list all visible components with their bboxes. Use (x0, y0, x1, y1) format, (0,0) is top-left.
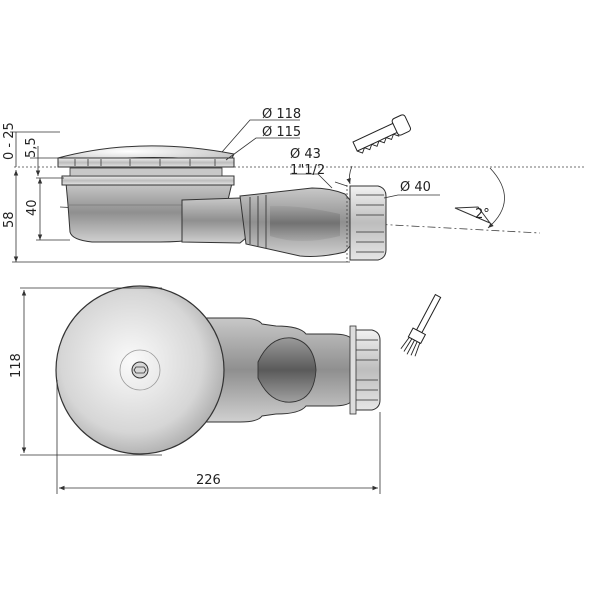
outlet-elbow-top (257, 337, 317, 403)
plate-centre-ring (119, 349, 161, 391)
label-d118: 118 (9, 353, 24, 378)
label-d55: 5,5 (24, 137, 39, 158)
nut-grooves (356, 194, 384, 253)
leader-115 (225, 137, 300, 161)
drain-grate-ring (57, 157, 235, 168)
cut-arrow (346, 165, 353, 185)
adjustment-ring (69, 167, 223, 177)
label-thread: 1"1/2 (290, 163, 325, 178)
pipe-shading (270, 205, 340, 241)
label-d226: 226 (196, 473, 221, 488)
slope-triangle (454, 206, 492, 225)
leader-thread (334, 181, 348, 187)
label-d58: 58 (2, 211, 17, 228)
label-adj: 0 - 25 (2, 122, 17, 160)
saw-icon (352, 114, 411, 154)
leader-118 (221, 119, 300, 153)
label-slope: 2° (475, 207, 490, 222)
label-dia-40: Ø 40 (400, 180, 431, 195)
slope-angle-arc (487, 167, 505, 229)
label-dia-118: Ø 118 (262, 107, 301, 122)
nut-top-collar (349, 325, 357, 415)
brush-icon (400, 293, 442, 357)
leader-40 (383, 194, 440, 199)
screw-hex-icon (133, 366, 147, 374)
drain-flange (61, 175, 235, 186)
pipe-ribs (249, 195, 267, 248)
top-view: 118 226 (9, 285, 442, 494)
grate-slots (74, 159, 216, 166)
label-d40: 40 (25, 199, 40, 216)
centre-screw-icon (131, 361, 149, 379)
label-dia-115: Ø 115 (262, 125, 301, 140)
side-view: 2° Ø 118 Ø 115 Ø 43 1"1/2 Ø 40 0 - 25 5,… (2, 107, 585, 263)
nut-top-grooves (356, 339, 378, 401)
outlet-nut (349, 185, 387, 261)
leader-43 (290, 173, 333, 189)
label-dia-43: Ø 43 (290, 147, 321, 162)
outlet-elbow (181, 197, 247, 244)
